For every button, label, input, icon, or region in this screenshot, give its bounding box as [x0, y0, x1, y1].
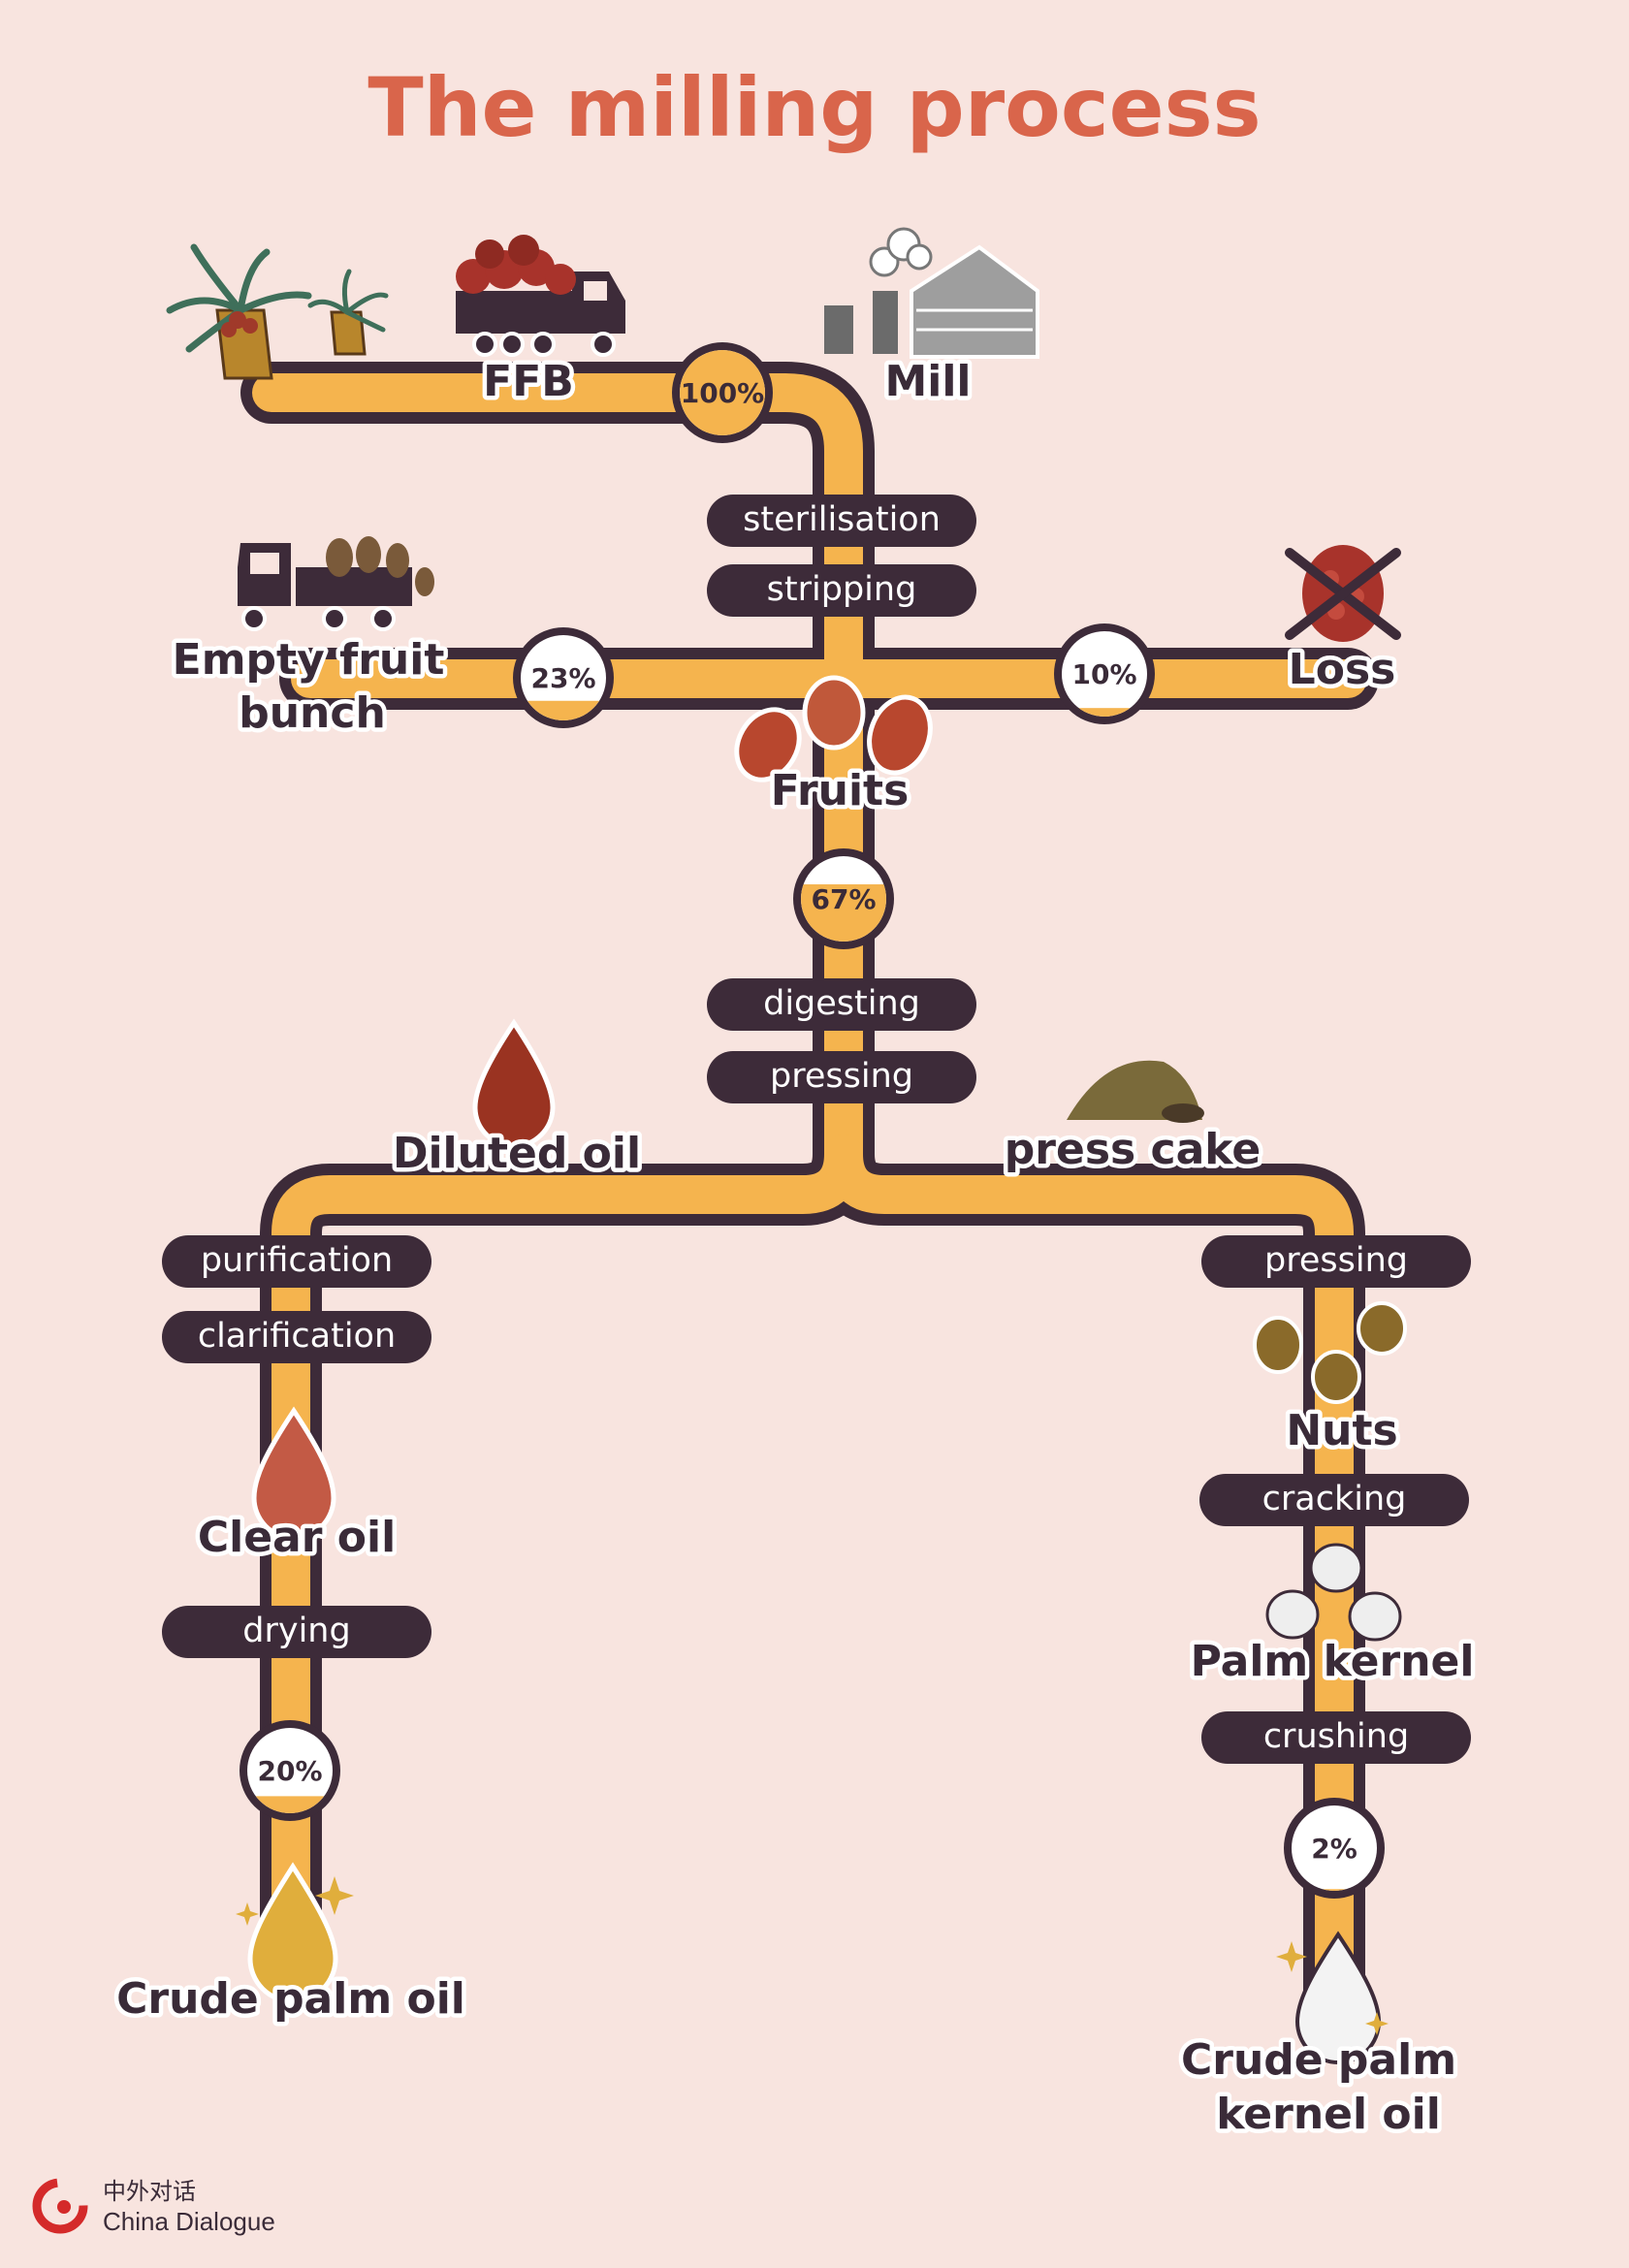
label-loss: Loss: [1289, 645, 1396, 694]
china-dialogue-logo-icon: [32, 2178, 88, 2234]
gauge-fill-loss: [1062, 708, 1147, 717]
nuts-icon: [1253, 1301, 1407, 1404]
gauge-ffb: 100%: [672, 342, 773, 443]
label-crude-palm-kernel-oil-line2: kernel oil: [1216, 2090, 1441, 2139]
palm-kernel-icon: [1265, 1543, 1402, 1642]
percent-fruits: 67%: [811, 883, 876, 915]
fruits-icon: [734, 675, 933, 783]
gauge-crude-palm-kernel-oil: 2%: [1284, 1798, 1385, 1899]
page-title: The milling process: [367, 60, 1261, 155]
step-pressing-main: pressing: [707, 1051, 976, 1103]
percent-crude-palm-kernel-oil: 2%: [1311, 1833, 1358, 1865]
step-cracking: cracking: [1199, 1474, 1469, 1526]
step-purification: purification: [162, 1235, 431, 1288]
step-digesting-label: digesting: [763, 984, 920, 1023]
percent-loss: 10%: [1071, 658, 1136, 690]
label-empty-fruit-bunch-line1: Empty fruit: [173, 635, 445, 685]
label-crude-palm-oil: Crude palm oil: [116, 1974, 465, 2024]
label-fruits: Fruits: [771, 766, 910, 815]
step-crushing-label: crushing: [1263, 1717, 1409, 1756]
step-clarification-label: clarification: [198, 1317, 396, 1356]
label-empty-fruit-bunch-line2: bunch: [239, 688, 386, 738]
truck-bunch-icon: [238, 536, 434, 631]
gauge-crude-palm-oil: 20%: [240, 1720, 340, 1821]
factory-icon: [824, 227, 1039, 359]
gauge-loss: 10%: [1054, 623, 1155, 724]
step-stripping: stripping: [707, 564, 976, 617]
percent-empty-fruit-bunch: 23%: [530, 662, 595, 694]
label-clear-oil: Clear oil: [198, 1513, 396, 1562]
step-digesting: digesting: [707, 978, 976, 1031]
step-cracking-label: cracking: [1262, 1480, 1407, 1518]
oil-drop-clear-icon: [251, 1406, 336, 1541]
brand-english: China Dialogue: [103, 2207, 275, 2236]
label-ffb: FFB: [483, 357, 574, 406]
label-palm-kernel: Palm kernel: [1191, 1637, 1475, 1686]
step-pressing-cake-label: pressing: [1264, 1241, 1408, 1280]
step-sterilisation: sterilisation: [707, 495, 976, 547]
step-pressing-cake: pressing: [1201, 1235, 1471, 1288]
gauge-fill-ffb: [680, 350, 765, 435]
label-mill: Mill: [884, 357, 971, 406]
palm-tree-icon: [166, 243, 389, 380]
press-cake-icon: [1067, 1060, 1204, 1123]
crude-palm-oil-drop-icon: [236, 1862, 354, 2004]
gauge-fruits: 67%: [793, 848, 894, 949]
label-nuts: Nuts: [1286, 1406, 1397, 1455]
step-drying-label: drying: [242, 1612, 350, 1650]
step-sterilisation-label: sterilisation: [743, 500, 941, 539]
step-crushing: crushing: [1201, 1711, 1471, 1764]
step-pressing-main-label: pressing: [770, 1057, 913, 1096]
pipe-network: [240, 362, 1379, 2038]
oil-drop-dark-icon: [472, 1018, 556, 1149]
percent-ffb: 100%: [681, 377, 765, 409]
kernel-oil-drop-icon: [1276, 1931, 1389, 2064]
gauge-empty-fruit-bunch: 23%: [513, 627, 614, 728]
truck-fruit-icon: [456, 235, 625, 357]
brand-chinese: 中外对话: [103, 2178, 196, 2205]
step-stripping-label: stripping: [767, 570, 917, 609]
crossed-fruit-icon: [1285, 545, 1401, 642]
label-press-cake: press cake: [1005, 1125, 1261, 1174]
percent-crude-palm-oil: 20%: [257, 1755, 322, 1787]
step-drying: drying: [162, 1606, 431, 1658]
gauge-fill-crude-palm-kernel-oil: [1292, 1889, 1377, 1891]
label-diluted-oil: Diluted oil: [393, 1129, 641, 1178]
step-purification-label: purification: [201, 1241, 393, 1280]
step-clarification: clarification: [162, 1311, 431, 1363]
label-crude-palm-kernel-oil-line1: Crude palm: [1181, 2035, 1456, 2085]
